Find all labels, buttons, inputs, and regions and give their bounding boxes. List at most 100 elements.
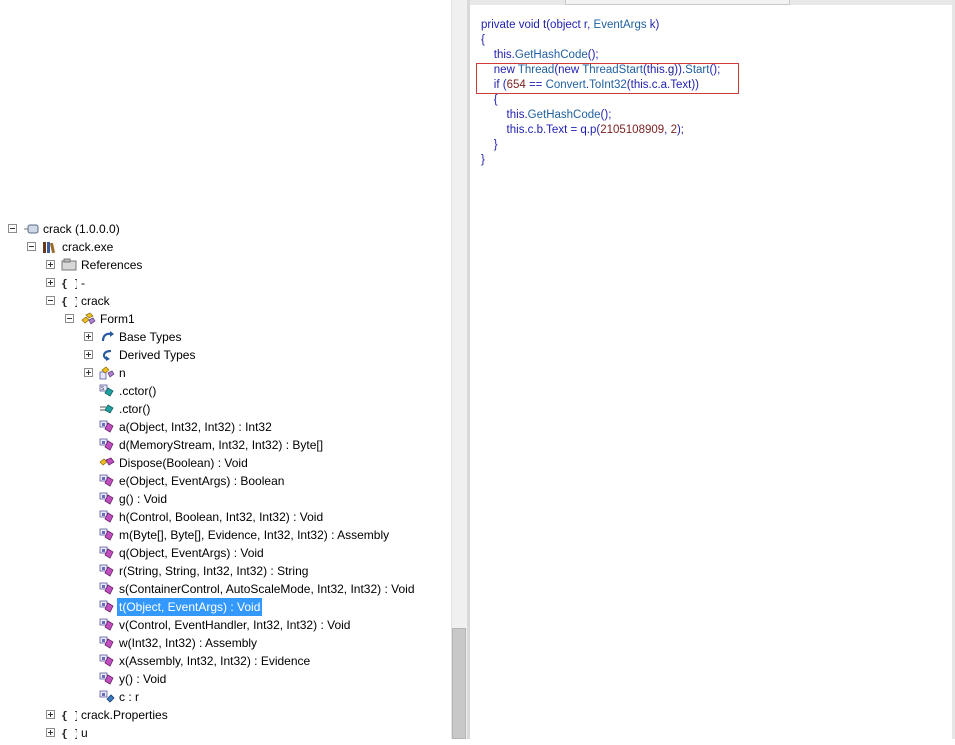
tree-node-label: s(ContainerControl, AutoScaleMode, Int32… — [119, 582, 415, 596]
tree-node-h-control-boolean-int32-int32-void[interactable]: h(Control, Boolean, Int32, Int32) : Void — [0, 508, 450, 526]
code-token: 2105108909 — [600, 124, 665, 136]
code-token: { — [481, 94, 498, 106]
code-line: private void t(object r, EventArgs k) — [481, 18, 659, 33]
tree-node-crack-properties[interactable]: { }crack.Properties — [0, 706, 450, 724]
code-token: { — [481, 34, 485, 46]
collapse-icon[interactable] — [46, 296, 55, 305]
svg-text:{ }: { } — [61, 709, 77, 722]
method-icon — [99, 636, 115, 650]
tree-node-g-void[interactable]: g() : Void — [0, 490, 450, 508]
tree-node-label: u — [81, 726, 88, 740]
code-token: GetHashCode — [527, 109, 601, 121]
tree-node-derived-types[interactable]: Derived Types — [0, 346, 450, 364]
collapse-icon[interactable] — [27, 242, 36, 251]
tree-node-r-string-string-int32-int32-string[interactable]: r(String, String, Int32, Int32) : String — [0, 562, 450, 580]
tree-node-cctor[interactable]: S .cctor() — [0, 382, 450, 400]
method-icon — [99, 492, 115, 506]
svg-text:{ }: { } — [61, 727, 77, 740]
code-line: this.c.b.Text = q.p(2105108909, 2); — [481, 123, 684, 138]
tree-node-e-object-eventargs-boolean[interactable]: e(Object, EventArgs) : Boolean — [0, 472, 450, 490]
code-token: ThreadStart — [582, 64, 643, 76]
tree-node-label: crack — [81, 294, 110, 308]
tree-node-v-control-eventhandler-int32-int32-void[interactable]: v(Control, EventHandler, Int32, Int32) :… — [0, 616, 450, 634]
tree-node-label: a(Object, Int32, Int32) : Int32 — [119, 420, 272, 434]
tree-node-label: r(String, String, Int32, Int32) : String — [119, 564, 309, 578]
code-line: if (654 == Convert.ToInt32(this.c.a.Text… — [481, 78, 699, 93]
svg-text:{ }: { } — [61, 295, 77, 308]
method-icon — [99, 510, 115, 524]
code-token: 2 — [670, 124, 677, 136]
tree-node-label: w(Int32, Int32) : Assembly — [119, 636, 258, 650]
code-token: GetHashCode — [514, 49, 588, 61]
expand-icon[interactable] — [84, 332, 93, 341]
tree-node-w-int32-int32-assembly[interactable]: w(Int32, Int32) : Assembly — [0, 634, 450, 652]
tree-node-u[interactable]: { } u — [0, 724, 450, 742]
expand-icon[interactable] — [46, 278, 55, 287]
tree-node-t-object-eventargs-void[interactable]: t(Object, EventArgs) : Void — [0, 598, 450, 616]
document-tab[interactable] — [565, 0, 790, 5]
tree-node-q-object-eventargs-void[interactable]: q(Object, EventArgs) : Void — [0, 544, 450, 562]
code-token: this. — [481, 109, 528, 121]
tree-node-s-containercontrol-autoscalemode-int32-int32-void[interactable]: s(ContainerControl, AutoScaleMode, Int32… — [0, 580, 450, 598]
tree-node-label: c : r — [119, 690, 139, 704]
collapse-icon[interactable] — [65, 314, 74, 323]
tree-vertical-scrollbar[interactable] — [451, 0, 468, 739]
collapse-icon[interactable] — [8, 224, 17, 233]
code-token: ToInt32 — [589, 79, 627, 91]
tree-node-label: crack.exe — [62, 240, 114, 254]
tree-node-c-r[interactable]: c : r — [0, 688, 450, 706]
code-line: { — [481, 33, 485, 48]
expand-icon[interactable] — [84, 350, 93, 359]
expand-icon[interactable] — [46, 710, 55, 719]
tree-node-label: g() : Void — [119, 492, 168, 506]
namespace-icon: { } — [61, 726, 81, 740]
protected-method-icon — [99, 456, 115, 470]
tree-node-x-assembly-int32-int32-evidence[interactable]: x(Assembly, Int32, Int32) : Evidence — [0, 652, 450, 670]
tree-node-y-void[interactable]: y() : Void — [0, 670, 450, 688]
tree-node-label: Dispose(Boolean) : Void — [119, 456, 248, 470]
method-icon — [99, 600, 115, 614]
tree-node-crack-1-0-0-0[interactable]: crack (1.0.0.0) — [0, 220, 450, 238]
tree-node-n[interactable]: n — [0, 364, 450, 382]
expand-icon[interactable] — [46, 728, 55, 737]
code-token: (); — [709, 64, 721, 76]
tree-node-references[interactable]: References — [0, 256, 450, 274]
class-icon — [80, 312, 96, 326]
scrollbar-thumb[interactable] — [452, 628, 466, 739]
svg-text:{ }: { } — [61, 277, 77, 290]
code-token: EventArgs — [593, 19, 647, 31]
tree-node-d-memorystream-int32-int32-byte[interactable]: d(MemoryStream, Int32, Int32) : Byte[] — [0, 436, 450, 454]
tree-node-form1[interactable]: Form1 — [0, 310, 450, 328]
code-line: } — [481, 138, 498, 153]
method-icon — [99, 546, 115, 560]
tree-node-ctor[interactable]: .ctor() — [0, 400, 450, 418]
tree-node-base-types[interactable]: Base Types — [0, 328, 450, 346]
code-token: new — [481, 64, 518, 76]
derived-types-icon — [99, 348, 115, 362]
code-token: , — [664, 124, 671, 136]
expand-icon[interactable] — [84, 368, 93, 377]
tree-node-crack[interactable]: { } crack — [0, 292, 450, 310]
field-icon — [99, 690, 115, 704]
tree-node-crack-exe[interactable]: crack.exe — [0, 238, 450, 256]
svg-text:S: S — [101, 386, 104, 392]
tree-node-label: t(Object, EventArgs) : Void — [117, 598, 263, 616]
tree-node-dispose-boolean-void[interactable]: Dispose(Boolean) : Void — [0, 454, 450, 472]
tree-node-dash[interactable]: { }- — [0, 274, 450, 292]
tree-node-label: q(Object, EventArgs) : Void — [119, 546, 264, 560]
code-token: )). — [674, 64, 686, 76]
tree-node-label: e(Object, EventArgs) : Boolean — [119, 474, 285, 488]
method-icon — [99, 672, 115, 686]
pane-splitter[interactable] — [467, 0, 470, 739]
tree-node-label: m(Byte[], Byte[], Evidence, Int32, Int32… — [119, 528, 390, 542]
code-token: ); — [676, 124, 684, 136]
method-icon — [99, 564, 115, 578]
disassembler-code-pane — [470, 0, 955, 739]
tree-node-label: y() : Void — [119, 672, 167, 686]
tree-node-a-object-int32-int32-int32[interactable]: a(Object, Int32, Int32) : Int32 — [0, 418, 450, 436]
tree-node-m-byte-byte-evidence-int32-int32-assembly[interactable]: m(Byte[], Byte[], Evidence, Int32, Int32… — [0, 526, 450, 544]
expand-icon[interactable] — [46, 260, 55, 269]
method-icon — [99, 618, 115, 632]
tree-node-label: .cctor() — [119, 384, 157, 398]
